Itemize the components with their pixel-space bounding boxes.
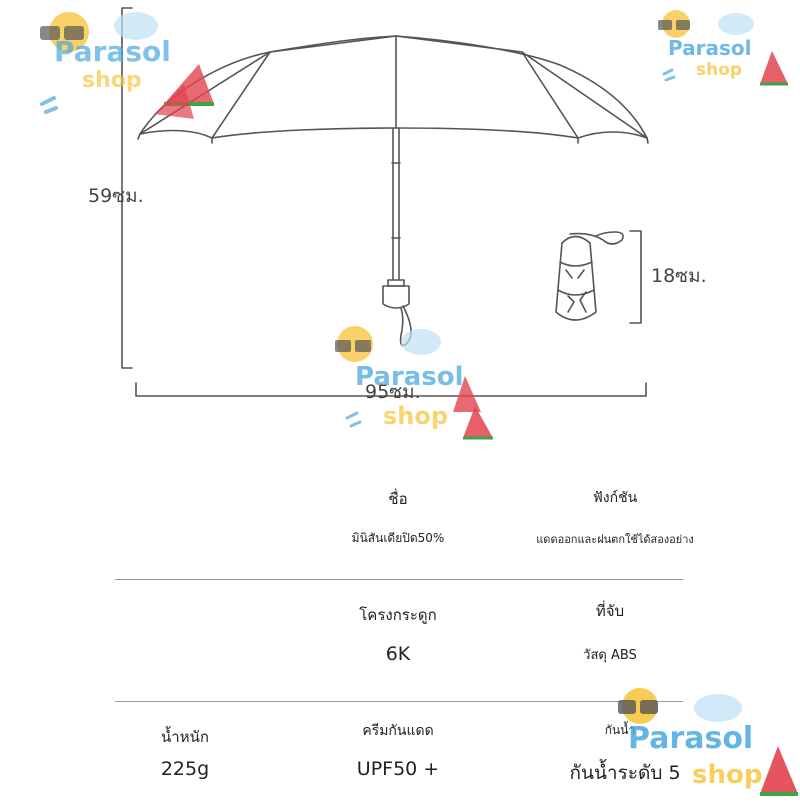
- spec-divider: [115, 701, 683, 702]
- spec-function-value: แดดออกและฝนตกใช้ได้สองอย่าง: [536, 533, 694, 546]
- umbrella-shaft: [392, 127, 400, 281]
- folded-dimension-line: [629, 230, 642, 324]
- umbrella-handle: [382, 285, 410, 309]
- spec-weight-label: น้ำหนัก: [161, 728, 209, 746]
- spec-name-label: ชื่อ: [388, 490, 408, 508]
- spec-waterproof-label: กันน้ำ: [604, 723, 636, 737]
- width-label: 95ซม.: [365, 381, 421, 403]
- folded-size-label: 18ซม.: [651, 265, 707, 287]
- spec-frame-value: 6K: [385, 643, 411, 665]
- spec-divider: [115, 579, 683, 580]
- spec-name-value: มินิสันเดียปิด50%: [351, 531, 445, 545]
- umbrella-canopy: [139, 35, 648, 139]
- height-dimension-line: [121, 7, 133, 369]
- width-dimension-line: [135, 382, 647, 397]
- spec-sunscreen-label: ครีมกันแดด: [362, 723, 434, 739]
- spec-waterproof-value: กันน้ำระดับ 5: [569, 762, 681, 784]
- spec-function-label: ฟังก์ชัน: [592, 490, 638, 506]
- spec-handle-value: วัสดุ ABS: [583, 648, 637, 663]
- spec-handle-label: ที่จับ: [595, 602, 625, 620]
- spec-frame-label: โครงกระดูก: [359, 606, 437, 624]
- spec-sunscreen-value: UPF50 +: [356, 758, 440, 780]
- umbrella-diagram: 59ซม. 95ซม. 18ซม.: [88, 7, 707, 403]
- folded-umbrella: [555, 231, 624, 321]
- height-label: 59ซม.: [88, 185, 144, 207]
- spec-weight-value: 225g: [160, 758, 210, 780]
